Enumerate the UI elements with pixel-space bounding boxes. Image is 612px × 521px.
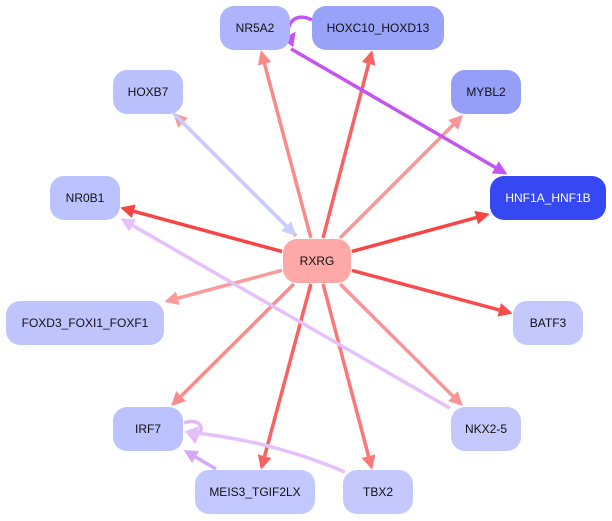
edge-tbx2-to-irf7 <box>184 426 346 474</box>
node-hoxc10_hoxd13[interactable]: HOXC10_HOXD13 <box>312 6 444 50</box>
node-label: HNF1A_HNF1B <box>505 191 591 205</box>
edge-rxrg-to-nr5a2 <box>257 50 313 239</box>
edge-nr5a2-to-hnf1a_hnf1b <box>290 47 508 175</box>
edge-nkx2-5-to-nr0b1 <box>120 218 451 410</box>
node-label: MEIS3_TGIF2LX <box>209 485 301 499</box>
node-rxrg[interactable]: RXRG <box>283 239 351 283</box>
node-label: HOXB7 <box>127 85 169 99</box>
node-hnf1a_hnf1b[interactable]: HNF1A_HNF1B <box>490 176 606 220</box>
node-nr5a2[interactable]: NR5A2 <box>220 6 290 50</box>
node-label: IRF7 <box>134 422 161 436</box>
edge-rxrg-to-hnf1a_hnf1b <box>351 210 490 254</box>
edges-layer <box>120 15 513 474</box>
node-label: RXRG <box>299 254 335 268</box>
node-tbx2[interactable]: TBX2 <box>343 470 413 514</box>
edge-rxrg-to-tbx2 <box>321 283 376 470</box>
node-label: BATF3 <box>529 316 567 330</box>
node-batf3[interactable]: BATF3 <box>513 301 583 345</box>
edge-rxrg-to-hoxc10_hoxd13 <box>321 50 376 239</box>
edge-hoxc10_hoxd13-to-nr5a2 <box>281 15 313 48</box>
node-label: MYBL2 <box>466 85 506 99</box>
node-label: NR0B1 <box>65 191 105 205</box>
node-label: NR5A2 <box>235 21 275 35</box>
node-hoxb7[interactable]: HOXB7 <box>113 70 183 114</box>
edge-rxrg-to-foxd3_foxi1_foxf1 <box>164 268 283 305</box>
node-nr0b1[interactable]: NR0B1 <box>50 176 120 220</box>
edge-rxrg-to-batf3 <box>351 268 513 317</box>
edge-rxrg-to-nr0b1 <box>120 204 283 254</box>
node-label: FOXD3_FOXI1_FOXF1 <box>21 316 149 330</box>
edge-rxrg-to-irf7 <box>171 282 296 406</box>
node-mybl2[interactable]: MYBL2 <box>451 70 521 114</box>
edge-rxrg-to-meis3_tgif2lx <box>257 283 313 470</box>
node-meis3_tgif2lx[interactable]: MEIS3_TGIF2LX <box>195 470 315 514</box>
edge-rxrg-to-nkx2-5 <box>338 282 463 406</box>
edge-hoxb7-to-rxrg <box>171 111 297 236</box>
node-foxd3_foxi1_foxf1[interactable]: FOXD3_FOXI1_FOXF1 <box>6 301 164 345</box>
node-irf7[interactable]: IRF7 <box>113 407 183 451</box>
node-label: NKX2-5 <box>464 422 508 436</box>
edge-meis3_tgif2lx-to-irf7 <box>183 449 217 471</box>
node-nkx2-5[interactable]: NKX2-5 <box>451 407 521 451</box>
node-label: HOXC10_HOXD13 <box>326 21 430 35</box>
node-label: TBX2 <box>362 485 393 499</box>
